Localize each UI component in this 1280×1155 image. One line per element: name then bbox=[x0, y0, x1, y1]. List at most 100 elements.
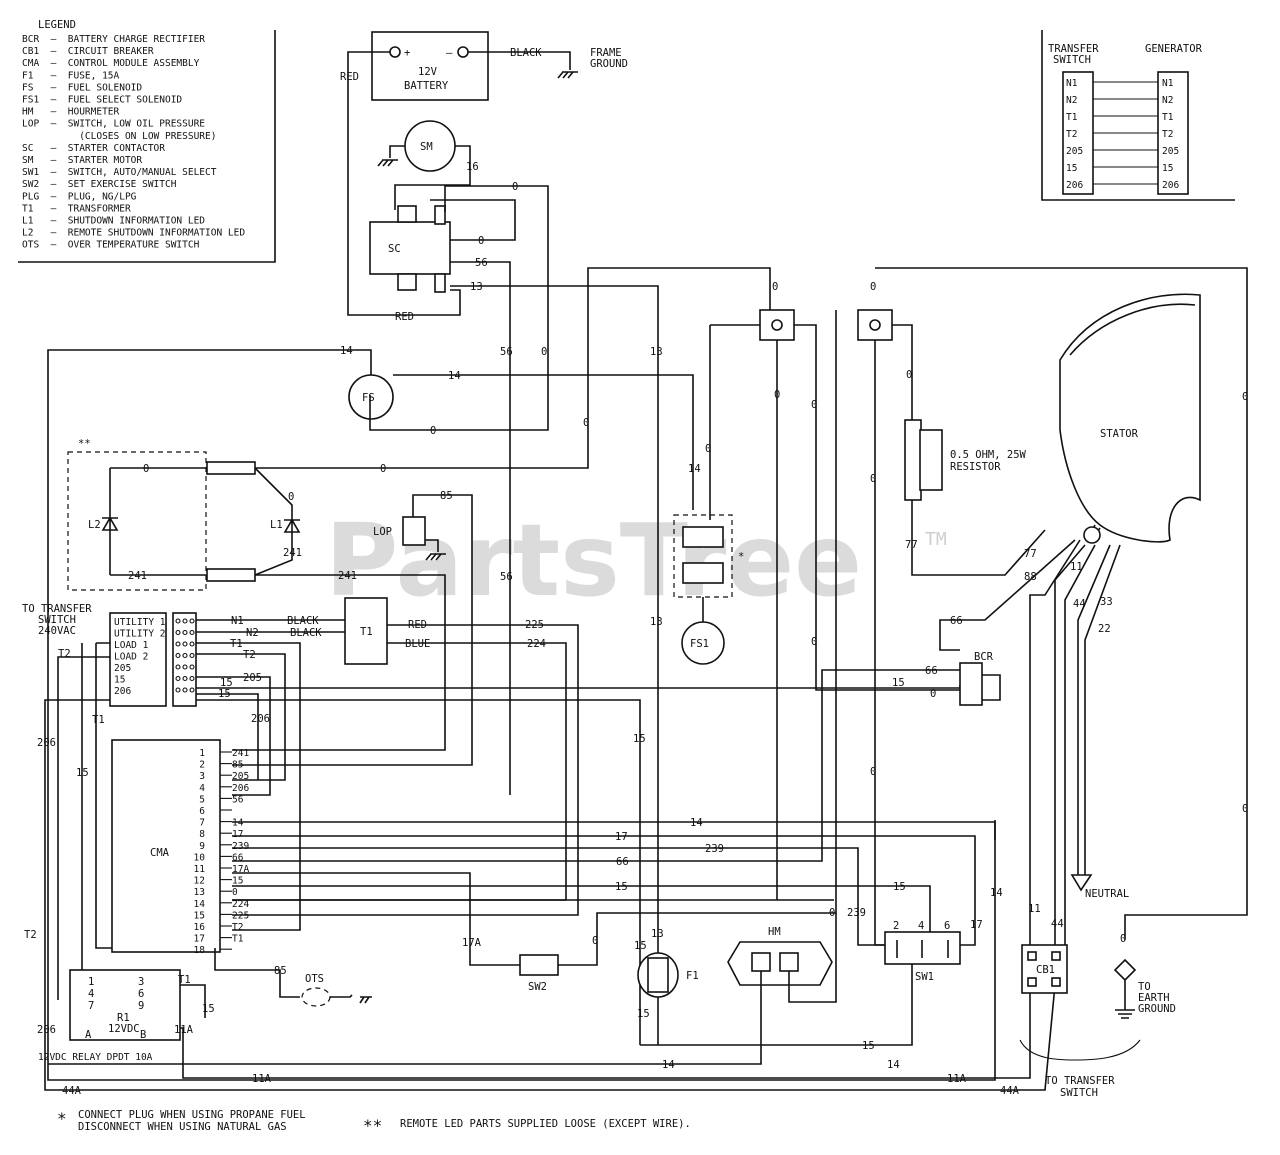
svg-text:T2: T2 bbox=[58, 648, 71, 660]
table-cell: 15 bbox=[1066, 163, 1077, 174]
bcr: BCR bbox=[959, 651, 1001, 706]
frame-ground-label-2: GROUND bbox=[590, 58, 628, 70]
svg-text:15: 15 bbox=[862, 1040, 875, 1052]
terminal-screw bbox=[189, 618, 195, 624]
svg-text:0: 0 bbox=[1242, 803, 1248, 815]
svg-text:BLACK: BLACK bbox=[287, 615, 319, 627]
red-wire-label-2: RED bbox=[395, 311, 414, 323]
legend-item: CMA – CONTROL MODULE ASSEMBLY bbox=[22, 58, 200, 69]
svg-text:RESISTOR: RESISTOR bbox=[950, 461, 1001, 473]
svg-text:12VDC: 12VDC bbox=[108, 1023, 140, 1035]
terminal-screw bbox=[189, 675, 195, 682]
svg-text:2: 2 bbox=[893, 920, 899, 932]
svg-text:0: 0 bbox=[870, 281, 876, 293]
cma-pin-number: 4 bbox=[199, 783, 205, 794]
svg-text:11: 11 bbox=[1070, 561, 1083, 573]
terminal-screw bbox=[175, 629, 181, 636]
svg-text:R1: R1 bbox=[117, 1012, 130, 1024]
notes: * CONNECT PLUG WHEN USING PROPANE FUEL D… bbox=[57, 1109, 691, 1135]
svg-text:15: 15 bbox=[893, 881, 906, 893]
watermark-tm: TM bbox=[925, 529, 947, 550]
svg-text:85: 85 bbox=[274, 965, 287, 977]
cma-pin-wire-label: 56 bbox=[232, 794, 244, 805]
cma-pin-wire-label: T1 bbox=[232, 934, 244, 945]
table-cell: T2 bbox=[1162, 129, 1173, 140]
svg-text:44A: 44A bbox=[1000, 1085, 1020, 1097]
svg-text:56: 56 bbox=[475, 257, 488, 269]
svg-text:CB1: CB1 bbox=[1036, 964, 1055, 976]
svg-text:0: 0 bbox=[705, 443, 711, 455]
svg-text:0: 0 bbox=[380, 463, 386, 475]
svg-text:FS1: FS1 bbox=[690, 638, 709, 650]
svg-text:225: 225 bbox=[525, 619, 544, 631]
svg-text:FS: FS bbox=[362, 392, 375, 404]
svg-text:15: 15 bbox=[202, 1003, 215, 1015]
legend-item: L2 – REMOTE SHUTDOWN INFORMATION LED bbox=[22, 228, 245, 239]
cma-pin-wire-label: 205 bbox=[232, 771, 249, 782]
svg-text:239: 239 bbox=[847, 907, 866, 919]
svg-text:0: 0 bbox=[1242, 391, 1248, 403]
svg-text:77: 77 bbox=[905, 539, 918, 551]
svg-text:14: 14 bbox=[340, 345, 353, 357]
svg-text:SWITCH: SWITCH bbox=[38, 614, 76, 626]
svg-text:HM: HM bbox=[768, 926, 781, 938]
cma-pin-number: 14 bbox=[194, 899, 206, 910]
legend-item: (CLOSES ON LOW PRESSURE) bbox=[22, 131, 216, 142]
terminal-screw bbox=[189, 629, 195, 636]
svg-text:T1: T1 bbox=[360, 626, 373, 638]
svg-text:0: 0 bbox=[772, 281, 778, 293]
svg-text:0: 0 bbox=[870, 766, 876, 778]
cma-pin-number: 11 bbox=[194, 864, 206, 875]
svg-text:BCR: BCR bbox=[974, 651, 994, 663]
terminal-screw bbox=[182, 641, 188, 647]
legend-item: CB1 – CIRCUIT BREAKER bbox=[22, 46, 154, 57]
svg-text:44: 44 bbox=[1073, 598, 1086, 610]
svg-text:15: 15 bbox=[218, 688, 231, 700]
svg-text:*: * bbox=[738, 551, 744, 563]
battery-label: BATTERY bbox=[404, 80, 449, 92]
svg-text:15: 15 bbox=[892, 677, 905, 689]
svg-text:T1: T1 bbox=[178, 974, 191, 986]
ots-switch: OTS bbox=[301, 973, 372, 1007]
terminal-screw bbox=[182, 675, 188, 682]
svg-text:REMOTE LED PARTS SUPPLIED LOOS: REMOTE LED PARTS SUPPLIED LOOSE (EXCEPT … bbox=[400, 1118, 691, 1130]
earth-ground: TO EARTH GROUND bbox=[1113, 958, 1176, 1019]
legend-item: OTS – OVER TEMPERATURE SWITCH bbox=[22, 240, 200, 251]
svg-text:14: 14 bbox=[990, 887, 1003, 899]
svg-text:15: 15 bbox=[76, 767, 89, 779]
svg-text:6: 6 bbox=[944, 920, 950, 932]
svg-text:A: A bbox=[85, 1029, 92, 1041]
cma-pin-number: 2 bbox=[199, 760, 205, 771]
svg-text:14: 14 bbox=[690, 817, 703, 829]
cma-pin-wire-label: 224 bbox=[232, 899, 249, 910]
cma-pin-wire-label: 14 bbox=[232, 818, 244, 829]
svg-text:1: 1 bbox=[88, 976, 94, 988]
legend-item: HM – HOURMETER bbox=[22, 107, 120, 118]
svg-text:241: 241 bbox=[338, 570, 357, 582]
svg-text:TO: TO bbox=[1138, 981, 1151, 993]
resistor: 0.5 OHM, 25W RESISTOR 77 bbox=[904, 419, 1046, 576]
svg-text:11A: 11A bbox=[252, 1073, 272, 1085]
transfer-terminal-block: TO TRANSFER SWITCH 240VAC UTILITY 1UTILI… bbox=[22, 603, 961, 1045]
svg-text:F1: F1 bbox=[686, 970, 699, 982]
legend-item: FS1 – FUEL SELECT SOLENOID bbox=[22, 95, 182, 106]
svg-text:0: 0 bbox=[143, 463, 149, 475]
cma-pin-wire-label: 239 bbox=[232, 841, 249, 852]
cma-pin-wire-label: 0 bbox=[232, 887, 238, 898]
cma-pin-number: 3 bbox=[199, 771, 205, 782]
svg-text:11: 11 bbox=[1028, 903, 1041, 915]
table-cell: 206 bbox=[1162, 180, 1179, 191]
cma-pin-number: 12 bbox=[194, 876, 205, 887]
svg-text:0: 0 bbox=[592, 935, 598, 947]
terminal-screw bbox=[182, 687, 188, 693]
svg-text:GENERATOR: GENERATOR bbox=[1145, 43, 1203, 55]
cma-pin-wire-label: 225 bbox=[232, 910, 249, 921]
svg-text:SC: SC bbox=[388, 243, 401, 255]
starter-contactor: SC 0 0 56 56 56 13 13 13 bbox=[369, 181, 663, 1045]
svg-text:L1: L1 bbox=[270, 519, 283, 531]
svg-text:0: 0 bbox=[829, 907, 835, 919]
svg-text:BLUE: BLUE bbox=[405, 638, 430, 650]
